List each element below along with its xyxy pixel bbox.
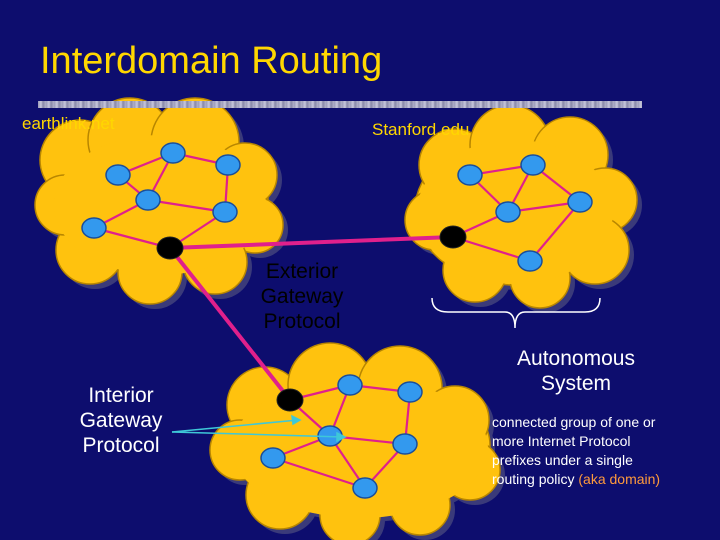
router-icon	[81, 217, 107, 239]
exterior-links	[168, 235, 454, 402]
router-icon	[397, 381, 423, 403]
label-interior-gateway-protocol: Interior Gateway Protocol	[79, 384, 163, 457]
gateway-router-icon	[276, 388, 304, 412]
router-icon	[495, 201, 521, 223]
label-stanford: Stanford.edu	[372, 120, 470, 139]
routers	[81, 142, 593, 499]
router-icon	[212, 201, 238, 223]
egp-link-earthlink-bottom	[168, 246, 292, 402]
router-icon	[517, 250, 543, 272]
slide-title: Interdomain Routing	[40, 40, 383, 82]
label-earthlink: earthlink.net	[22, 114, 115, 133]
router-icon	[567, 191, 593, 213]
router-icon	[215, 154, 241, 176]
label-exterior-gateway-protocol: Exterior Gateway Protocol	[260, 260, 344, 333]
egp-link-earthlink-stanford	[169, 235, 454, 250]
title-divider	[38, 101, 642, 108]
router-icon	[105, 164, 131, 186]
gateway-router-icon	[439, 225, 467, 249]
as-brace-icon	[431, 297, 601, 329]
router-icon	[520, 154, 546, 176]
cloud-bottom	[209, 342, 505, 540]
igp-arrows	[171, 414, 347, 443]
gateway-router-icon	[156, 236, 184, 260]
label-autonomous-system: Autonomous System	[517, 347, 635, 395]
label-aka-domain: (aka domain)	[578, 471, 661, 487]
gateway-routers	[156, 225, 467, 412]
router-icon	[457, 164, 483, 186]
cloud-earthlink	[34, 97, 288, 309]
router-icon	[337, 374, 363, 396]
router-icon	[392, 433, 418, 455]
router-icon	[160, 142, 186, 164]
label-as-definition: connected group of one or more Internet …	[492, 414, 661, 487]
router-icon	[135, 189, 161, 211]
router-icon	[352, 477, 378, 499]
router-icon	[260, 447, 286, 469]
